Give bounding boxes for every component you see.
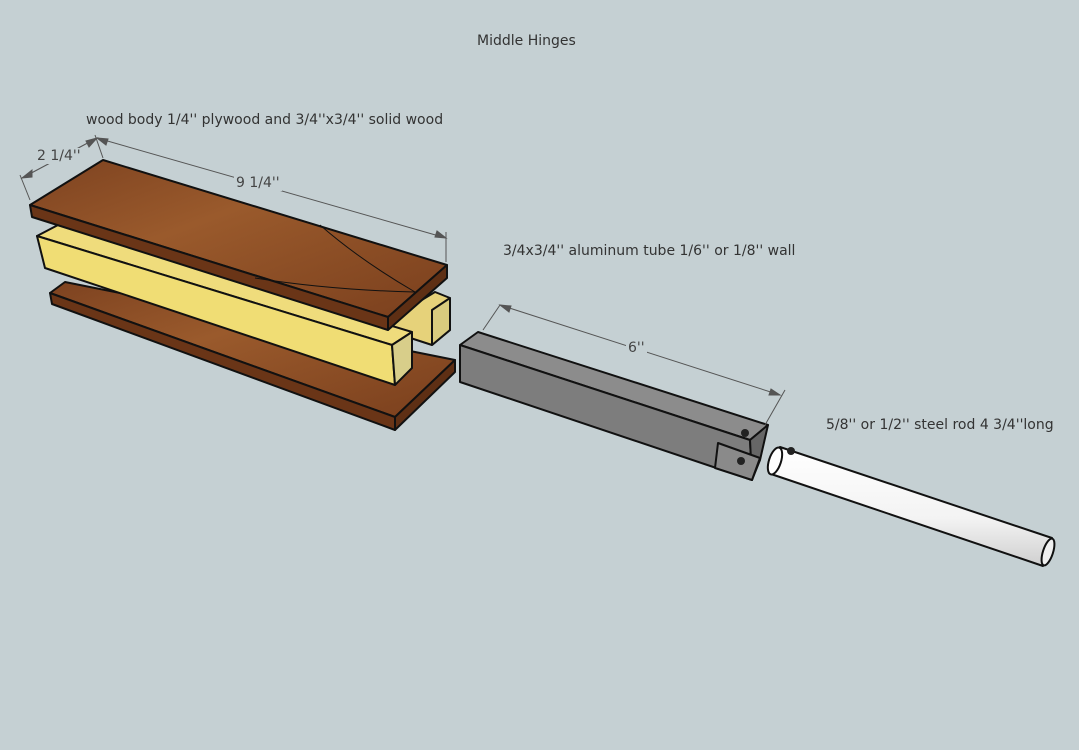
pin-hole-icon — [787, 447, 795, 455]
length-dimension: 9 1/4'' — [234, 175, 282, 191]
bottom-plywood — [49, 281, 456, 431]
front-solid-wood-bar — [36, 224, 413, 386]
drawing-title: Middle Hinges — [477, 33, 576, 49]
pin-hole-icon — [741, 429, 749, 437]
width-dimension: 2 1/4'' — [35, 148, 83, 164]
dimension-lines — [19, 134, 786, 426]
tube-length-dimension: 6'' — [626, 340, 647, 356]
aluminum-tube-label: 3/4x3/4'' aluminum tube 1/6'' or 1/8'' w… — [503, 243, 796, 259]
wood-body-label: wood body 1/4'' plywood and 3/4''x3/4'' … — [86, 112, 444, 128]
top-plywood — [29, 159, 448, 331]
steel-rod-label: 5/8'' or 1/2'' steel rod 4 3/4''long — [826, 417, 1054, 433]
pin-hole-icon — [737, 457, 745, 465]
steel-rod — [766, 446, 1056, 567]
aluminum-tube — [459, 331, 769, 481]
